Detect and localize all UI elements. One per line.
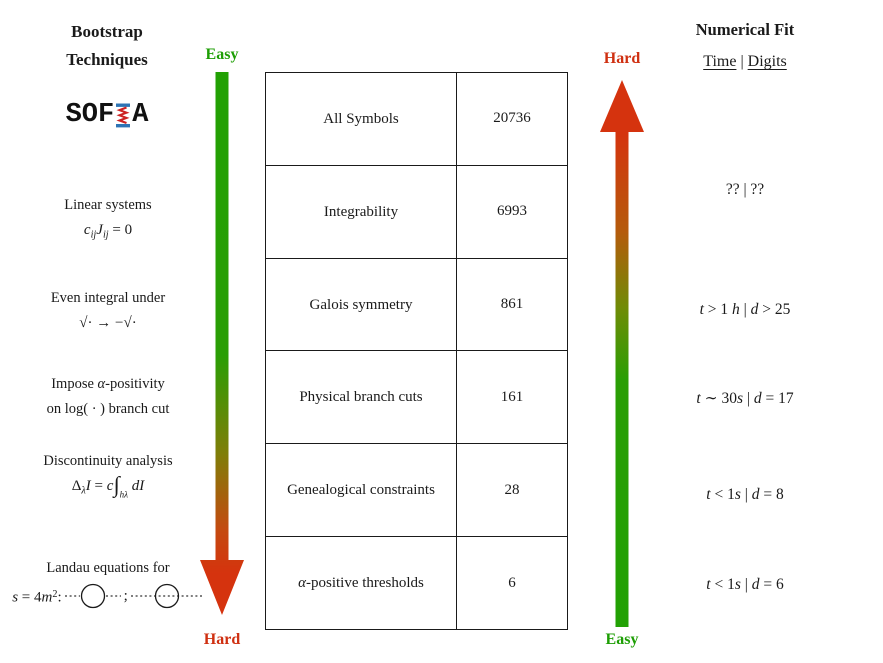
technique-label: Linear systems [64,197,152,213]
easy-label-right: Easy [605,631,639,648]
left-difficulty-arrow [200,72,244,615]
cell-label: Genealogical constraints [266,444,457,537]
numerical-fit-title: Numerical Fit [695,20,795,39]
cell-label: Integrability [266,165,457,258]
time-digits-header: Time | Digits [645,53,845,71]
technique-label: Landau equations for [46,560,170,576]
easy-label-left: Easy [205,46,239,63]
hard-label-right: Hard [603,50,641,67]
table-row: α-positive thresholds 6 [266,536,567,629]
technique-formula: ΔλI = c∫hλ dI [71,472,145,500]
digits-column-label: Digits [747,53,787,70]
right-difficulty-arrow [600,80,644,627]
cell-label: Physical branch cuts [266,351,457,444]
landau-formula-prefix: s = 4m2: [12,588,62,606]
technique-label: Impose α-positivity [51,376,165,392]
technique-formula: cijJij = 0 [83,222,133,241]
cell-count: 28 [504,481,520,498]
header-separator: | [740,53,744,70]
technique-alpha-positivity: Impose α-positivity on log( · ) branch c… [5,372,211,422]
cell-count: 6 [508,574,516,591]
cell-label: Galois symmetry [266,258,457,351]
bubble-cut-diagram-icon [130,583,203,609]
bootstrap-techniques-title: Bootstrap Techniques [27,18,187,74]
cell-count: 861 [500,296,524,313]
logo-text-post: A [132,100,149,130]
cell-label: α-positive thresholds [266,537,457,629]
table-row: Galois symmetry 861 [266,257,567,351]
fit-value-galois: t > 1 h | d > 25 [699,301,791,318]
sofia-logo: SOF A [27,100,187,130]
hard-label-left: Hard [203,631,241,648]
cell-label: All Symbols [266,73,457,165]
title-line-1: Bootstrap [71,22,143,41]
technique-label: Discontinuity analysis [43,453,173,469]
logo-text-pre: SOF [65,100,115,130]
diagram-separator: ; [123,587,128,604]
table-row: All Symbols 20736 [266,73,567,165]
table-row: Physical branch cuts 161 [266,350,567,444]
technique-landau: Landau equations for s = 4m2: ; [2,556,214,611]
technique-even-integral: Even integral under √· → −√· [5,286,211,336]
time-column-label: Time [703,53,737,70]
technique-linear-systems: Linear systems cijJij = 0 [5,193,211,248]
table-row: Genealogical constraints 28 [266,443,567,537]
cell-count: 6993 [497,203,527,220]
fit-value-genealogical: t < 1s | d = 8 [706,486,784,503]
fit-value-integrability: ?? | ?? [725,181,765,198]
technique-label: Even integral under [50,290,166,306]
logo-zigzag-i-icon [116,103,131,127]
technique-formula: s = 4m2: ; [2,581,214,611]
fit-value-branch-cuts: t ∼ 30s | d = 17 [696,390,794,407]
technique-discontinuity: Discontinuity analysis ΔλI = c∫hλ dI [5,449,211,508]
cell-count: 161 [500,388,524,405]
technique-label-2: on log( · ) branch cut [46,401,170,417]
title-line-2: Techniques [66,50,148,69]
cell-count: 20736 [493,110,531,127]
technique-formula: √· → −√· [79,315,137,331]
constraint-table: All Symbols 20736 Integrability 6993 Gal… [265,72,568,630]
bubble-diagram-icon [64,583,121,609]
table-row: Integrability 6993 [266,164,567,258]
fit-value-thresholds: t < 1s | d = 6 [706,576,784,593]
